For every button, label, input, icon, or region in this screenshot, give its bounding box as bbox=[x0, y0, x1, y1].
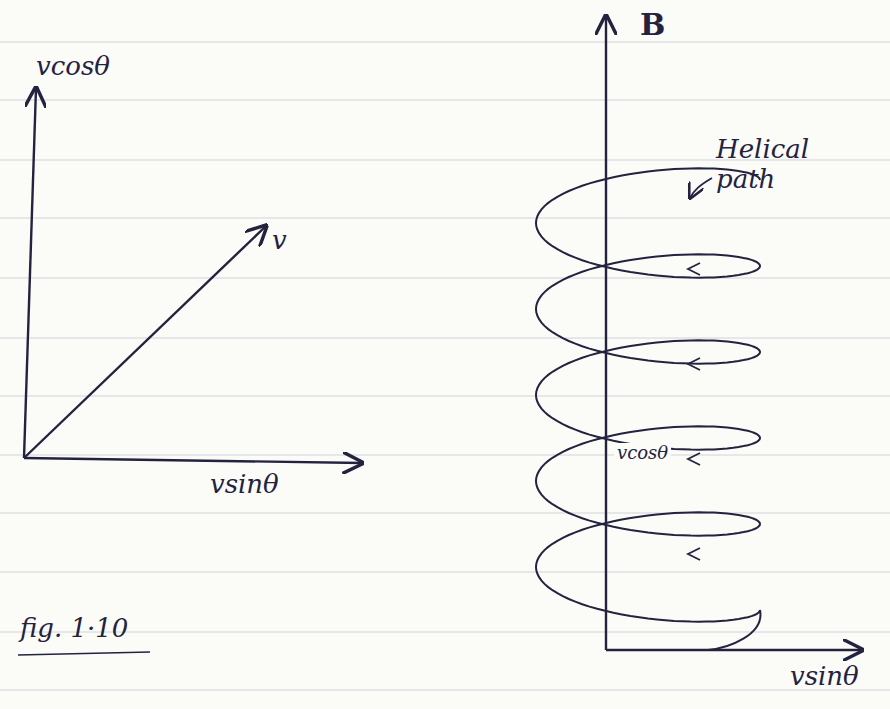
ruled-lines bbox=[0, 42, 890, 690]
leader-line bbox=[690, 178, 712, 198]
figure-caption: fig. 1·10 bbox=[20, 614, 128, 644]
velocity-axes bbox=[18, 88, 362, 655]
axis-label: vcosθ bbox=[614, 443, 671, 464]
vector-label: v bbox=[272, 226, 287, 256]
direction-arrows bbox=[688, 263, 700, 560]
axis-label: vsinθ bbox=[790, 662, 859, 692]
helical-path bbox=[536, 168, 760, 650]
callout-label: Helical path bbox=[716, 135, 856, 195]
axis-label: vcosθ bbox=[36, 52, 110, 82]
field-label: B bbox=[640, 8, 665, 43]
axis-label: vsinθ bbox=[210, 470, 279, 500]
field-axes bbox=[606, 16, 862, 650]
